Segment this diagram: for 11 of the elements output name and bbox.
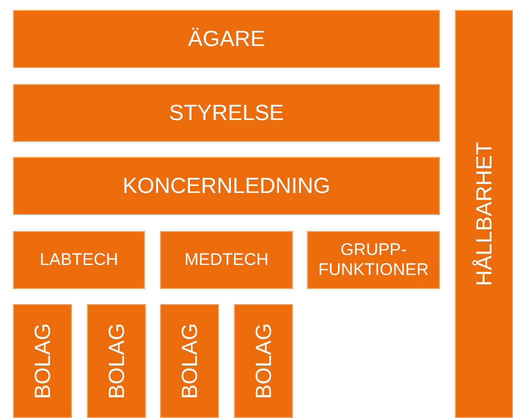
company-box: BOLAG [160,304,219,418]
division-box: MEDTECH [160,231,293,289]
company-box: BOLAG [13,304,72,418]
side-band: HÅLLBARHET [455,10,513,418]
org-level-box: KONCERNLEDNING [13,157,440,215]
org-level-box: STYRELSE [13,84,440,142]
division-box: LABTECH [13,231,145,289]
org-level-box: ÄGARE [13,10,440,68]
company-box: BOLAG [87,304,146,418]
division-box: GRUPP- FUNKTIONER [307,231,440,289]
company-box: BOLAG [234,304,293,418]
